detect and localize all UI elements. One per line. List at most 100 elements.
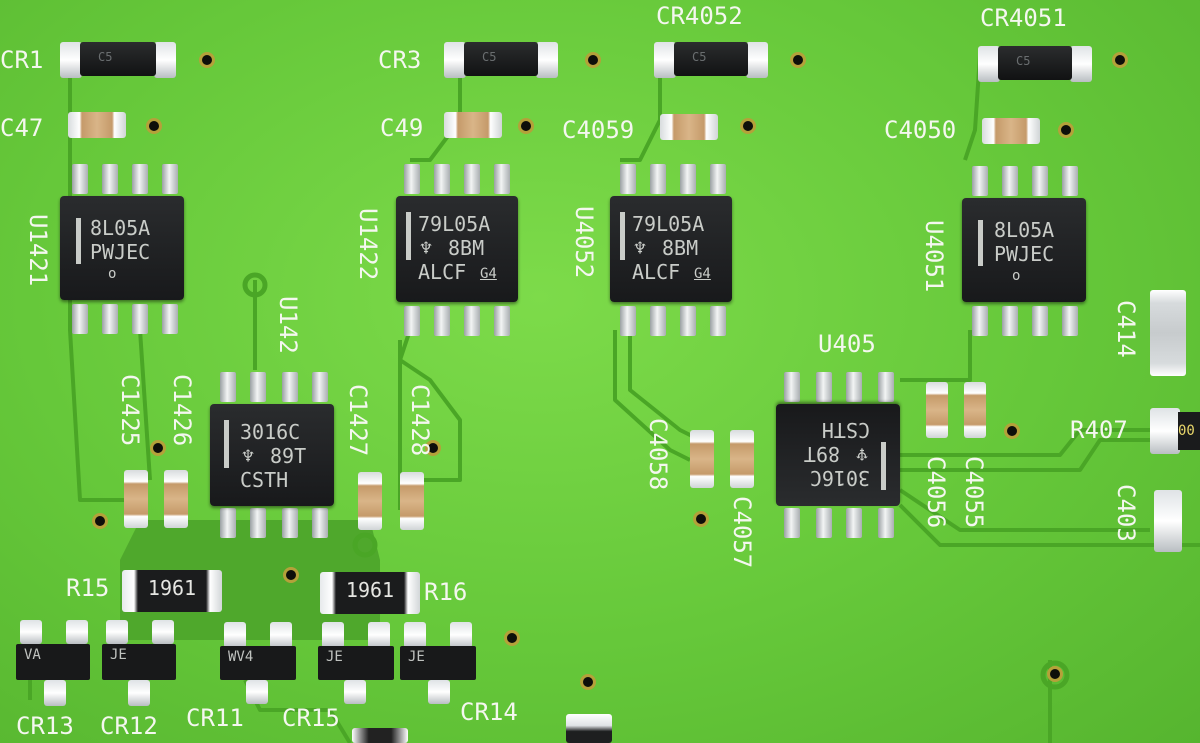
capacitor-c1425 bbox=[124, 470, 148, 528]
sot-pin bbox=[428, 680, 450, 704]
label-c4059: C4059 bbox=[562, 116, 635, 144]
via bbox=[199, 52, 215, 68]
sot-pin bbox=[106, 620, 128, 644]
ic-u4051: 8L05A PWJEC o bbox=[962, 198, 1086, 302]
ic-pin bbox=[1062, 166, 1078, 196]
sot-pin bbox=[128, 680, 150, 706]
via bbox=[1058, 122, 1074, 138]
capacitor-c4059 bbox=[660, 114, 718, 140]
ic-pin bbox=[650, 164, 666, 194]
ic-pin bbox=[494, 306, 510, 336]
ic-pin bbox=[434, 164, 450, 194]
sot-pin bbox=[224, 622, 246, 648]
ic-pin bbox=[494, 164, 510, 194]
ic-u405: 3016C ♆ 89T CSTH bbox=[776, 404, 900, 506]
sot-pin bbox=[404, 622, 426, 648]
ic-pin bbox=[102, 304, 118, 334]
diode-pad bbox=[444, 42, 466, 78]
ic-pin bbox=[710, 164, 726, 194]
ic-pin bbox=[710, 306, 726, 336]
via bbox=[150, 440, 166, 456]
via bbox=[1004, 423, 1020, 439]
via bbox=[283, 567, 299, 583]
sot-pin bbox=[246, 680, 268, 704]
label-cr14: CR14 bbox=[460, 698, 518, 726]
ic-pin bbox=[162, 164, 178, 194]
sot-pin bbox=[44, 680, 66, 706]
ic-u142: 3016C ♆ 89T CSTH bbox=[210, 404, 334, 506]
diode-pad bbox=[654, 42, 676, 78]
label-u1422: U1422 bbox=[354, 208, 382, 281]
label-c414: C414 bbox=[1112, 300, 1140, 358]
via bbox=[1112, 52, 1128, 68]
capacitor-c414 bbox=[1150, 290, 1186, 376]
label-c47: C47 bbox=[0, 114, 44, 142]
capacitor-c47 bbox=[68, 112, 126, 138]
ic-pin bbox=[404, 164, 420, 194]
component-partial bbox=[352, 728, 408, 743]
label-c4056: C4056 bbox=[922, 456, 950, 529]
ic-u1422: 79L05A ♆ 8BM ALCF G4 bbox=[396, 196, 518, 302]
ic-pin bbox=[846, 508, 862, 538]
via bbox=[425, 440, 441, 456]
diode-pad bbox=[60, 42, 82, 78]
diode-pad bbox=[978, 46, 1000, 82]
label-c4050: C4050 bbox=[884, 116, 957, 144]
label-cr4052: CR4052 bbox=[656, 2, 743, 30]
ic-pin bbox=[162, 304, 178, 334]
ic-pin bbox=[680, 164, 696, 194]
ic-pin bbox=[132, 304, 148, 334]
label-c1427: C1427 bbox=[344, 384, 372, 457]
label-cr3: CR3 bbox=[378, 46, 422, 74]
diode-pad bbox=[1070, 46, 1092, 82]
via bbox=[504, 630, 520, 646]
ic-u4052: 79L05A ♆ 8BM ALCF G4 bbox=[610, 196, 732, 302]
capacitor-c4057 bbox=[730, 430, 754, 488]
diode-pad bbox=[536, 42, 558, 78]
capacitor-c1426 bbox=[164, 470, 188, 528]
ic-pin bbox=[102, 164, 118, 194]
ic-pin bbox=[620, 306, 636, 336]
ic-pin bbox=[784, 508, 800, 538]
ic-pin bbox=[132, 164, 148, 194]
sot-pin bbox=[152, 620, 174, 644]
ic-pin bbox=[816, 508, 832, 538]
ti-logo-icon: ♆ bbox=[242, 444, 255, 468]
capacitor-c403 bbox=[1154, 490, 1182, 552]
label-u405: U405 bbox=[818, 330, 876, 358]
ic-pin bbox=[282, 508, 298, 538]
ic-pin bbox=[816, 372, 832, 402]
diode-cr4052: C5 bbox=[674, 42, 748, 76]
diode-cr4051: C5 bbox=[998, 46, 1072, 80]
ic-pin bbox=[220, 372, 236, 402]
capacitor-c1428 bbox=[400, 472, 424, 530]
via bbox=[585, 52, 601, 68]
ic-pin bbox=[434, 306, 450, 336]
label-u4051: U4051 bbox=[920, 220, 948, 293]
ic-pin bbox=[464, 306, 480, 336]
ic-pin bbox=[404, 306, 420, 336]
sot-pin bbox=[368, 622, 390, 648]
capacitor-c4055 bbox=[964, 382, 986, 438]
ic-pin bbox=[72, 164, 88, 194]
diode-cr15: JE bbox=[318, 646, 394, 680]
ic-pin bbox=[1062, 306, 1078, 336]
ic-pin bbox=[878, 372, 894, 402]
resistor-r15: 1961 bbox=[122, 570, 222, 612]
ic-pin bbox=[282, 372, 298, 402]
ic-pin bbox=[312, 372, 328, 402]
diode-cr14: JE bbox=[400, 646, 476, 680]
diode-cr3: C5 bbox=[464, 42, 538, 76]
ic-pin bbox=[250, 372, 266, 402]
ic-pin bbox=[72, 304, 88, 334]
label-c4057: C4057 bbox=[728, 496, 756, 569]
label-u1421: U1421 bbox=[24, 214, 52, 287]
ic-pin bbox=[312, 508, 328, 538]
via bbox=[92, 513, 108, 529]
ic-pin bbox=[846, 372, 862, 402]
ic-pin bbox=[620, 164, 636, 194]
label-cr4051: CR4051 bbox=[980, 4, 1067, 32]
sot-pin bbox=[66, 620, 88, 644]
sot-pin bbox=[20, 620, 42, 644]
